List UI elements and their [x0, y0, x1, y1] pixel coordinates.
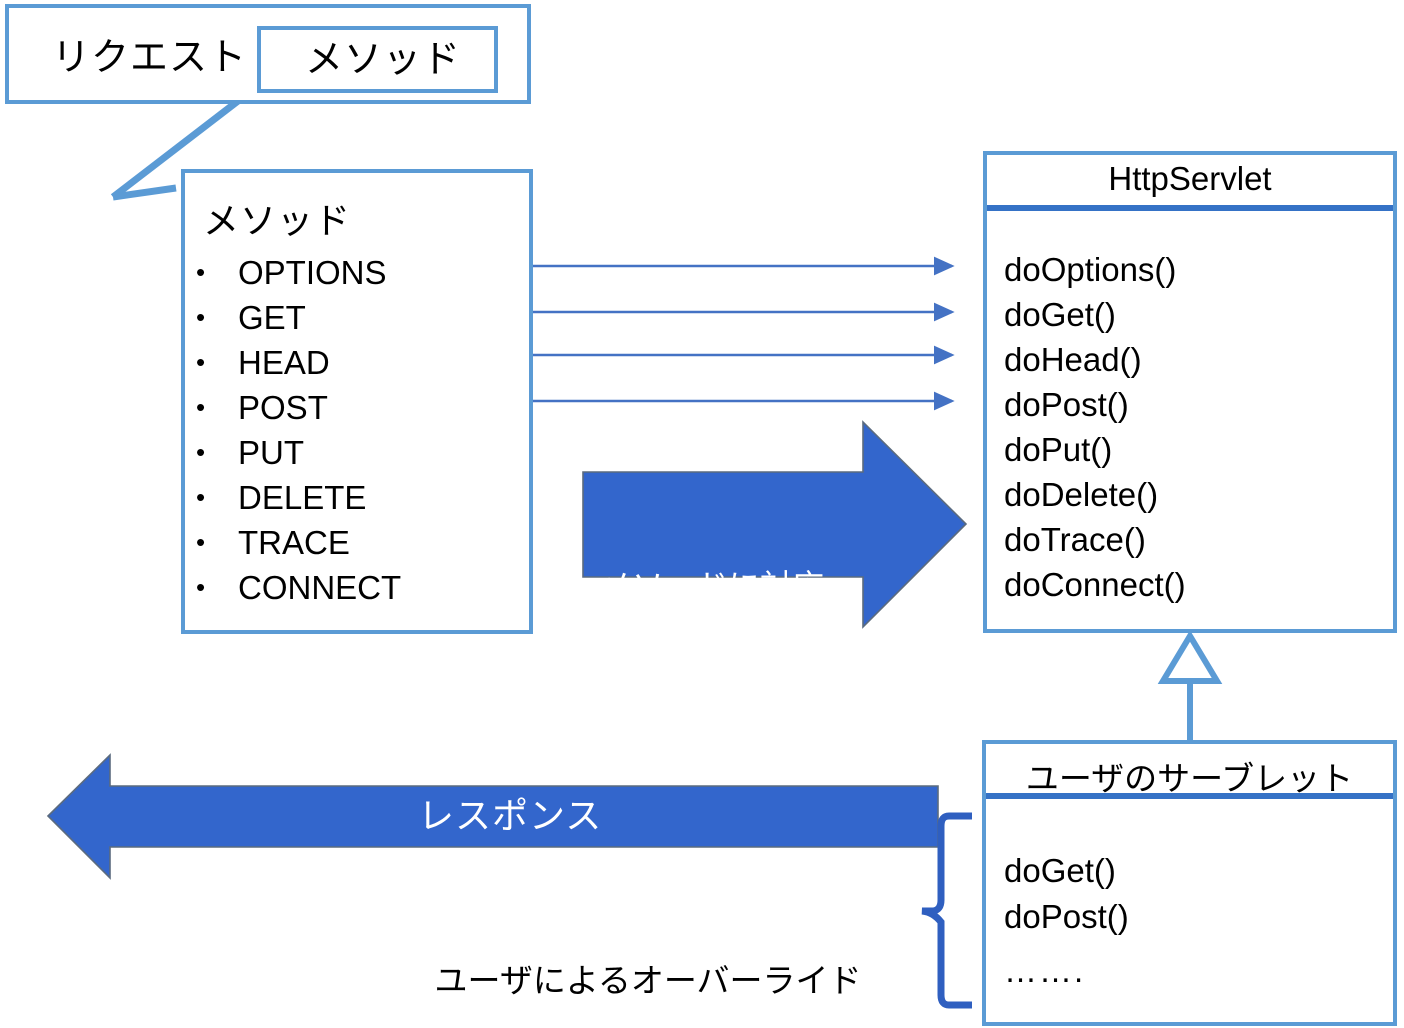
userservlet-ellipsis: …….	[1004, 952, 1086, 989]
httpservlet-box	[983, 151, 1397, 633]
override-caption-line1: ユーザによるオーバーライド	[434, 962, 862, 999]
method-name: HEAD	[238, 343, 330, 381]
httpservlet-method: doTrace()	[1004, 521, 1146, 558]
userservlet-divider	[986, 793, 1393, 799]
httpservlet-method: doConnect()	[1004, 566, 1186, 603]
dispatch-arrow-label: メソッドに対応 した処理	[600, 481, 824, 817]
httpservlet-method: doPut()	[1004, 431, 1113, 468]
httpservlet-method-list: doOptions() doGet() doHead() doPost() do…	[1004, 247, 1186, 607]
httpservlet-method: doHead()	[1004, 341, 1142, 378]
bullet-icon: •	[196, 571, 206, 602]
userservlet-method: doPost()	[1004, 898, 1129, 935]
method-name: POST	[238, 388, 328, 426]
userservlet-box	[982, 740, 1397, 1026]
bullet-icon: •	[196, 391, 206, 422]
bullet-icon: •	[196, 526, 206, 557]
httpservlet-method: doPost()	[1004, 386, 1129, 423]
methods-box	[181, 169, 533, 634]
method-highlight-box	[257, 26, 498, 93]
httpservlet-method: doOptions()	[1004, 251, 1177, 288]
list-item: • GET	[196, 292, 401, 337]
bullet-icon: •	[196, 256, 206, 287]
dispatch-arrow-label-line2: した処理	[600, 694, 729, 730]
override-caption: ユーザによるオーバーライド （ここに対応する処理を書く）	[388, 866, 908, 1028]
method-highlight-label: メソッド	[305, 39, 462, 81]
list-item: • CONNECT	[196, 562, 401, 607]
list-item: • DELETE	[196, 472, 401, 517]
method-name: GET	[238, 298, 306, 336]
method-name: OPTIONS	[238, 253, 387, 291]
request-label: リクエスト	[52, 37, 248, 79]
httpservlet-title: HttpServlet	[1108, 160, 1272, 197]
httpservlet-divider	[987, 205, 1393, 211]
methods-box-title: メソッド	[203, 200, 352, 241]
method-name: PUT	[238, 433, 304, 471]
method-name: DELETE	[238, 478, 367, 516]
httpservlet-method: doGet()	[1004, 296, 1116, 333]
bullet-icon: •	[196, 346, 206, 377]
override-brace	[921, 812, 972, 1009]
list-item: • HEAD	[196, 337, 401, 382]
method-name: TRACE	[238, 523, 350, 561]
bullet-icon: •	[196, 301, 206, 332]
list-item: • TRACE	[196, 517, 401, 562]
bullet-icon: •	[196, 436, 206, 467]
userservlet-title: ユーザのサーブレット	[1025, 760, 1354, 797]
method-name: CONNECT	[238, 568, 402, 606]
bullet-icon: •	[196, 481, 206, 512]
userservlet-method: doGet()	[1004, 852, 1116, 889]
list-item: • POST	[196, 382, 401, 427]
httpservlet-method: doDelete()	[1004, 476, 1159, 513]
response-arrow-label: レスポンス	[418, 795, 603, 836]
list-item: • PUT	[196, 427, 401, 472]
methods-list: • OPTIONS • GET • HEAD • POST • PUT • DELETE •…	[196, 247, 401, 607]
dispatch-arrow-label-line1: メソッドに対応	[600, 568, 825, 604]
list-item: • OPTIONS	[196, 247, 401, 292]
userservlet-method-list: doGet() doPost() …….	[1004, 848, 1129, 994]
inheritance-arrow	[1157, 630, 1223, 742]
